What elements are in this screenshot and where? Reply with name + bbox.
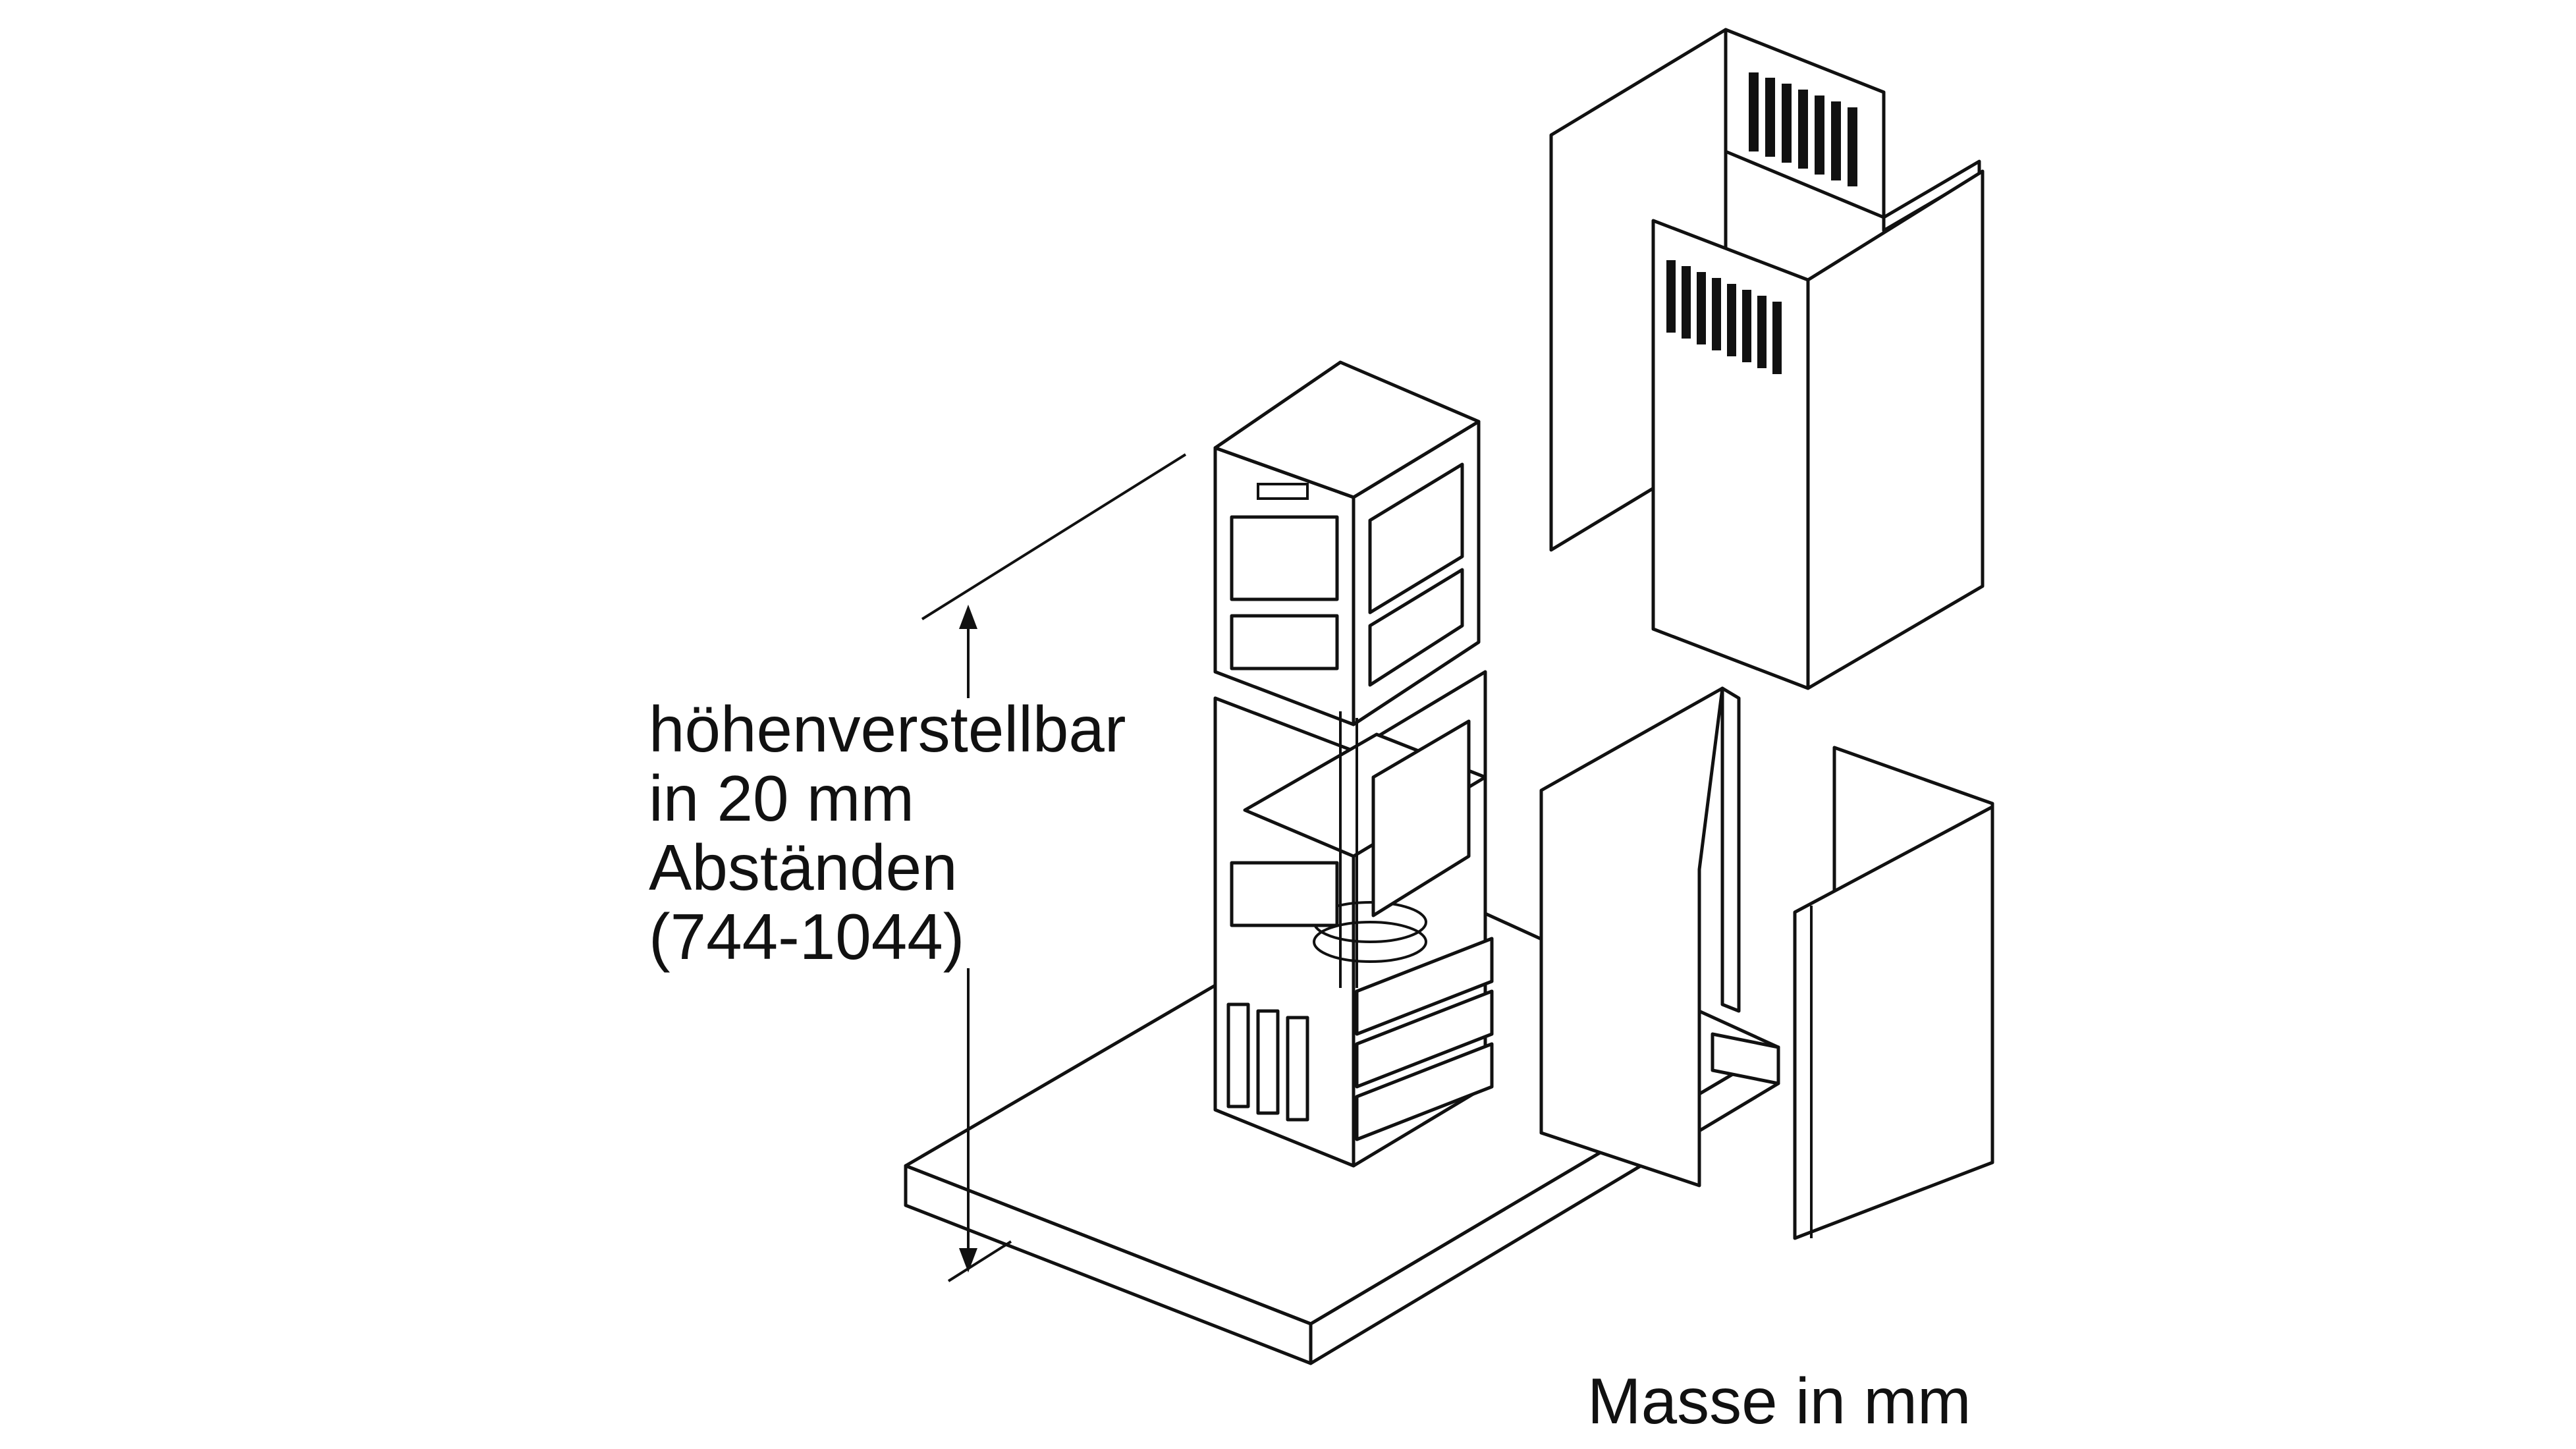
upper-chimney-front [1651,169,1985,690]
height-dimension [921,453,1187,1282]
height-label-line-2: in 20 mm [649,762,915,834]
height-label-line-4: (744-1044) [649,900,965,973]
dimensions-caption: Masse in mm [1587,1365,1971,1437]
telescopic-frame [1213,360,1494,1168]
lower-chimney-rear [1539,686,1780,1188]
height-label-line-1: höhenverstellbar [649,693,1126,765]
lower-chimney-front [1793,746,1994,1240]
height-label-line-3: Abständen [649,831,958,904]
